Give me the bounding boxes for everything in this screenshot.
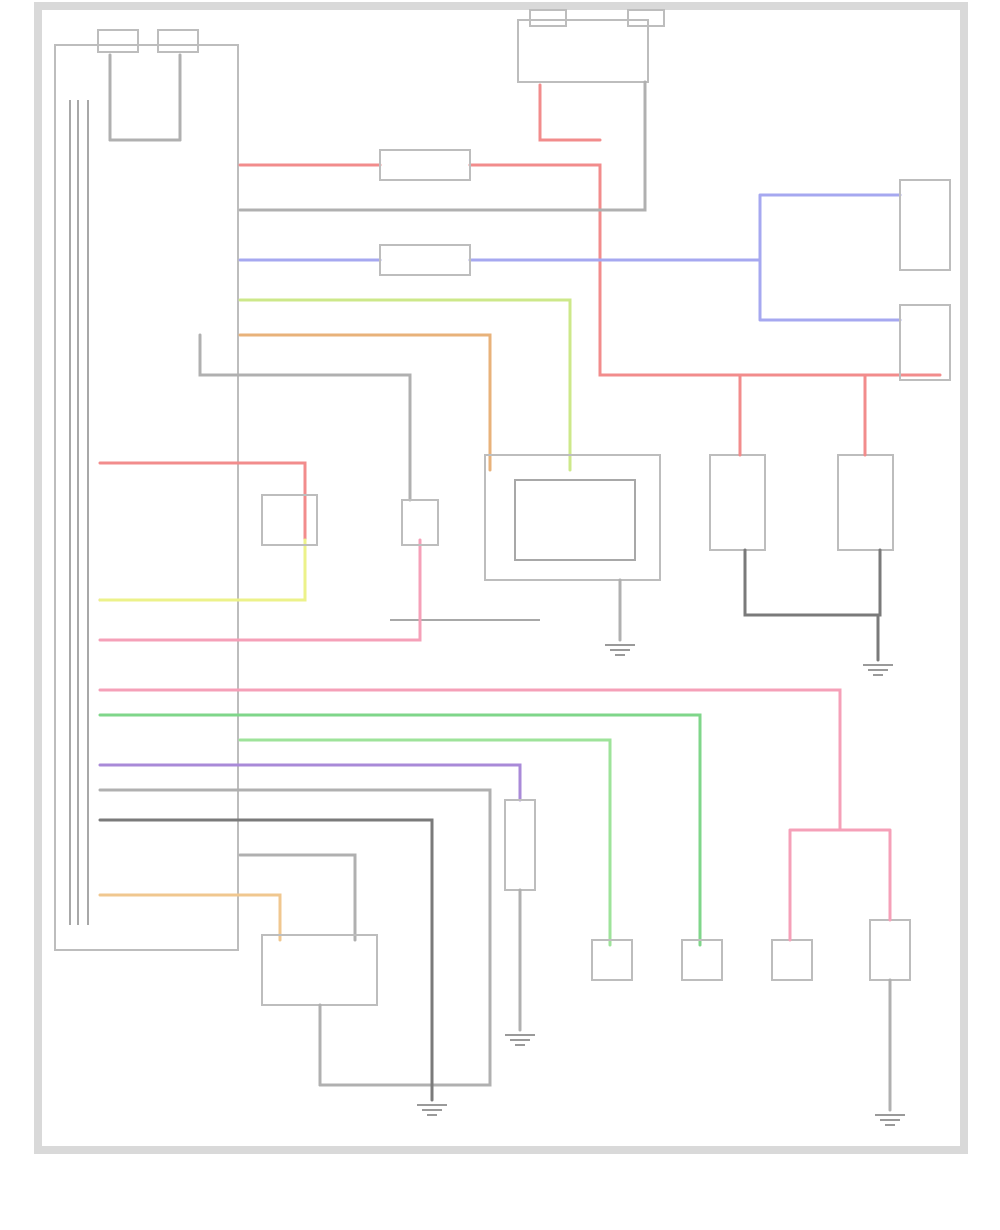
main-module-inner — [514, 479, 636, 561]
wire-gray-top — [238, 80, 647, 212]
switch-1 — [591, 939, 633, 981]
wire-green — [98, 713, 702, 947]
lamp-right — [837, 454, 894, 551]
wire-peach — [98, 893, 282, 942]
relay-top-2 — [379, 244, 471, 276]
wire-dark-gray — [98, 818, 434, 1102]
fuse-top-a — [529, 9, 567, 27]
wire-gray-relay — [238, 853, 357, 942]
wire-red-top — [238, 163, 942, 377]
ground-symbol-1 — [605, 644, 635, 656]
diagram-frame — [34, 2, 968, 1154]
lamp-left — [709, 454, 766, 551]
relay-bottom — [261, 934, 378, 1006]
wire-orange — [238, 333, 492, 472]
relay-top-1 — [379, 149, 471, 181]
main-module — [484, 454, 661, 581]
wire-pink-switches — [788, 828, 892, 942]
fuse-block-top — [517, 19, 649, 83]
sensor-mid — [261, 494, 318, 546]
wire-purple — [98, 763, 522, 802]
module-right-top — [899, 179, 951, 271]
wire-gray-lower — [98, 788, 492, 1087]
wire-pink — [98, 538, 422, 642]
wire-light-green — [238, 738, 612, 947]
wire-red-loop — [98, 461, 307, 602]
wire-red-fuse — [538, 83, 602, 142]
fuse-box-left-2 — [157, 29, 199, 53]
module-right-mid — [899, 304, 951, 381]
switch-4 — [869, 919, 911, 981]
wire-lime — [238, 298, 572, 472]
wire-yellow — [98, 538, 307, 602]
fuse-box-left — [97, 29, 139, 53]
ground-symbol-5 — [875, 1114, 905, 1126]
switch-3 — [771, 939, 813, 981]
wire-gray-mid — [198, 333, 412, 502]
switch-2 — [681, 939, 723, 981]
wire-pink-lower — [98, 688, 842, 832]
control-module-box — [54, 44, 239, 951]
fuse-top-b — [627, 9, 665, 27]
wire-lamp-ground — [743, 548, 882, 617]
inline-connector — [401, 499, 439, 546]
ground-symbol-2 — [863, 664, 893, 676]
ground-symbol-4 — [417, 1104, 447, 1116]
sensor-purple — [504, 799, 536, 891]
ground-symbol-3 — [505, 1034, 535, 1046]
wire-blue-right — [758, 193, 902, 322]
